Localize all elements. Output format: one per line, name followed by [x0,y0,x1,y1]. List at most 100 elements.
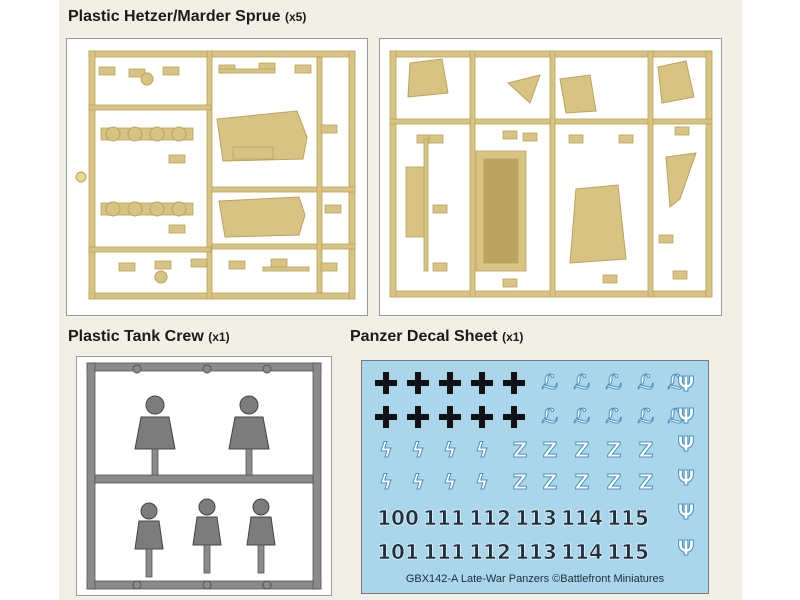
road-wheel [171,201,187,217]
small-sprue-part [522,132,538,142]
small-sprue-part [270,258,288,268]
small-sprue-part [432,204,448,214]
sprue-frame-top [88,50,356,58]
road-wheel [149,126,165,142]
rune-decal: ϟ [443,470,456,494]
sprue-divider-vertical [206,50,213,300]
small-sprue-part [320,124,338,134]
crew-figure-attach [203,544,211,574]
wolfsangel-decal: Z [639,470,654,494]
armor-plate-part [657,60,695,104]
hetzer-sprue-heading: Plastic Hetzer/Marder Sprue (x5) [68,8,306,26]
balkenkreuz-decal [383,372,389,394]
divisional-insignia-decal: ℒ [541,370,558,394]
road-wheel [105,126,121,142]
small-sprue-part [568,134,584,144]
sprue-runner [88,104,212,111]
crew-figure-attach [145,548,153,578]
side-plate-part [405,166,425,238]
small-sprue-part [432,262,448,272]
crew-figure-attach [257,544,265,574]
sprue-gate [202,580,212,590]
hetzer-sprue-drawing-left [75,50,356,300]
balkenkreuz-decal [415,372,421,394]
small-sprue-part [294,64,312,74]
tactical-number-decal: 114 [561,540,603,564]
rune-decal: ϟ [475,438,488,462]
road-wheel [171,126,187,142]
tactical-number-decal: 111 [423,540,465,564]
armor-plate-part [407,58,449,98]
wolfsangel-decal: Z [543,470,558,494]
track-assembly [100,202,194,216]
tactical-number-decal: 113 [515,540,557,564]
tactical-number-decal: 101 [377,540,419,564]
crew-figure-head [252,498,270,516]
sprue-runner [316,56,323,294]
divisional-insignia-decal: ℒ [573,404,590,428]
wedge-part [665,152,697,208]
tank-crew-qty: (x1) [208,330,230,344]
rune-decal: ϟ [379,470,392,494]
divisional-insignia-decal: ℒ [637,370,654,394]
divisional-insignia-decal: ℒ [667,404,684,428]
gun-barrel [262,266,310,272]
rune-decal: ϟ [379,438,392,462]
decal-sheet-caption: GBX142-A Late-War Panzers ©Battlefront M… [405,573,665,585]
small-sprue-part [162,66,180,76]
decal-sheet-heading: Panzer Decal Sheet (x1) [350,328,523,346]
sprue-gate [132,580,142,590]
small-sprue-part [118,262,136,272]
divisional-insignia-decal: ℒ [573,370,590,394]
wolfsangel-decal: Z [513,438,528,462]
balkenkreuz-decal [415,406,421,428]
hull-floor-detail [483,158,519,264]
small-sprue-part [674,126,690,136]
tactical-number-decal: 111 [423,506,465,530]
crew-figure-torso [134,416,176,450]
crew-figure-head [239,395,259,415]
crew-figure-torso [192,516,222,546]
divisional-insignia-decal: ℒ [667,370,684,394]
road-wheel [127,201,143,217]
sprue-gate [262,580,272,590]
track-assembly [100,127,194,141]
rune-decal: ϟ [411,470,424,494]
rune-decal: Ψ [678,466,695,490]
tank-crew-title: Plastic Tank Crew [68,328,204,345]
crew-figure-torso [134,520,164,550]
small-sprue-part [502,278,518,288]
road-wheel [127,126,143,142]
balkenkreuz-decal [447,406,453,428]
small-sprue-part [428,134,444,144]
rune-decal: ϟ [475,470,488,494]
crew-figure-head [198,498,216,516]
gun-shield-part [569,184,627,264]
sprue-runner [211,186,356,193]
tank-crew-sprue-drawing [86,362,322,590]
divisional-insignia-decal: ℒ [637,404,654,428]
tactical-number-decal: 115 [607,506,649,530]
wedge-part [506,74,541,104]
divisional-insignia-decal: ℒ [605,370,622,394]
small-sprue-part [190,258,208,268]
balkenkreuz-decal [511,406,517,428]
small-sprue-part [502,130,518,140]
road-wheel [105,201,121,217]
hetzer-sprue-title: Plastic Hetzer/Marder Sprue [68,8,281,25]
balkenkreuz-decal [447,372,453,394]
balkenkreuz-decal [479,372,485,394]
hull-detail [232,146,274,160]
wolfsangel-decal: Z [607,470,622,494]
small-sprue-part [98,66,116,76]
road-wheel [149,201,165,217]
small-sprue-part [168,224,186,234]
sprue-frame-right [705,50,713,298]
mantlet-part [154,270,168,284]
sprue-runner [88,246,212,253]
wolfsangel-decal: Z [543,438,558,462]
tank-crew-heading: Plastic Tank Crew (x1) [68,328,230,346]
tank-crew-sprue-image [76,356,332,596]
crew-figure-attach [245,448,253,476]
